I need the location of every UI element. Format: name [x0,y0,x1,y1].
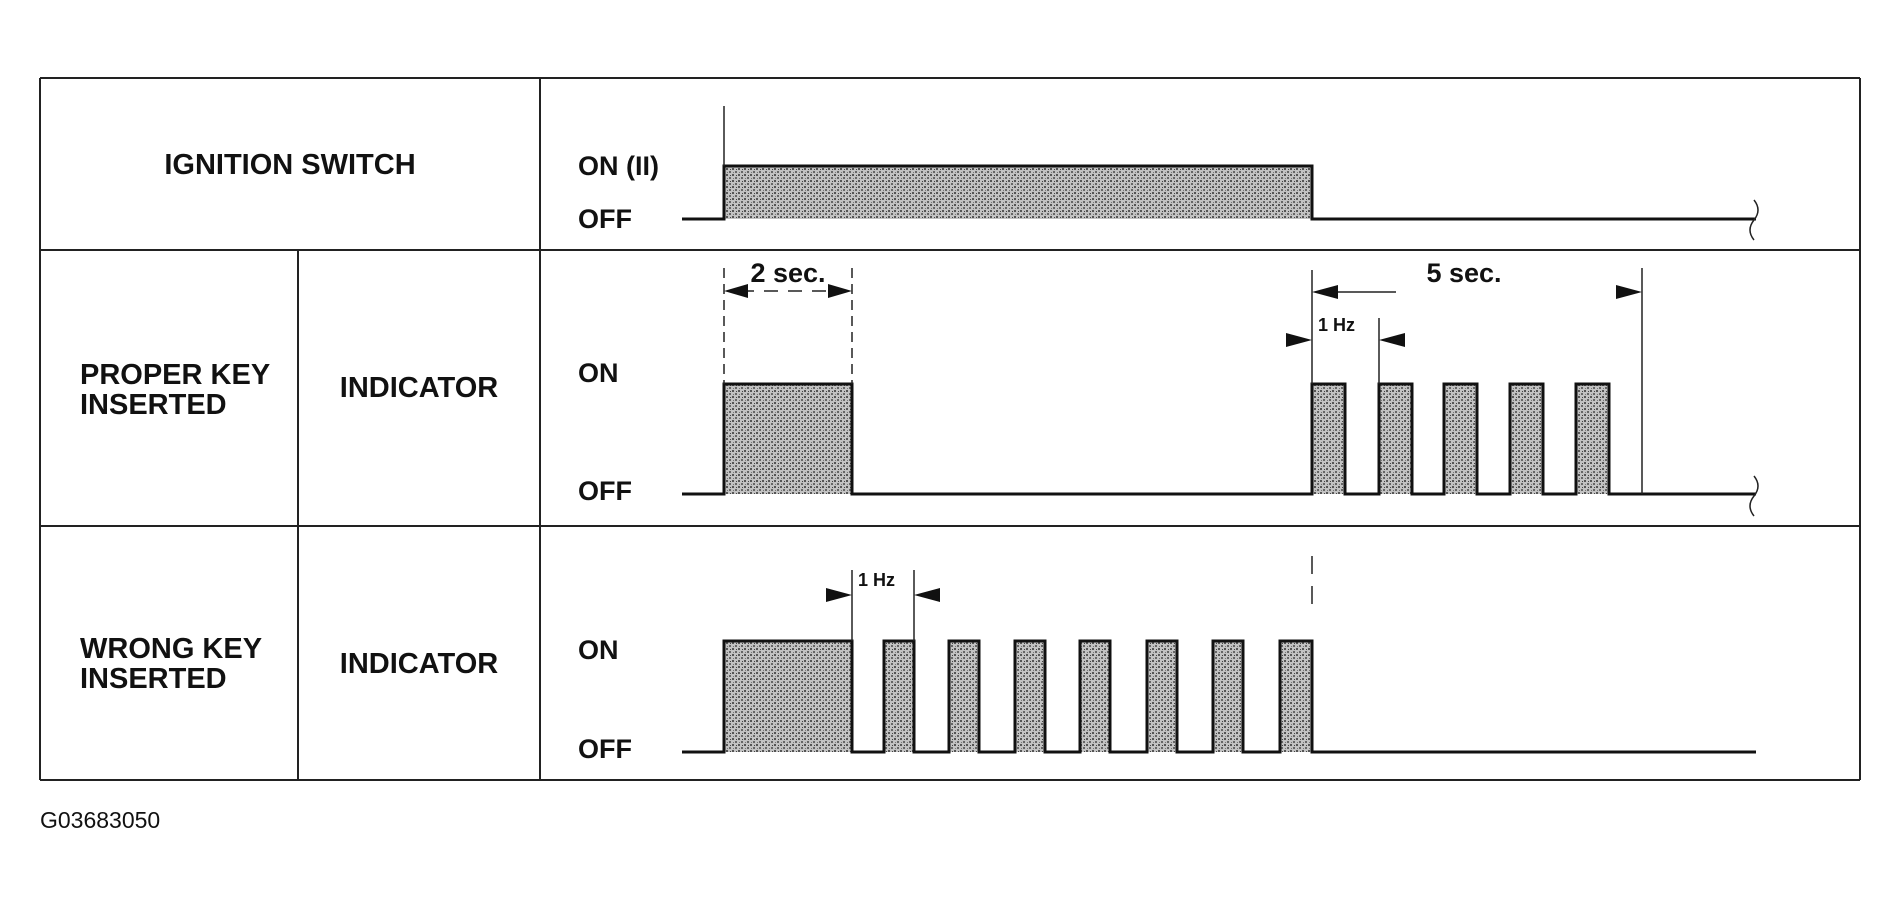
proper-freq-right-arrow [1379,333,1405,347]
wrong-blink-fill [949,641,979,752]
proper-blink-fill [1444,384,1477,494]
two-sec-annotation: 2 sec. [723,258,853,384]
wrong-blink-fill [1213,641,1243,752]
proper-blink-fill [1312,384,1345,494]
ignition-break-mark [1749,199,1759,241]
proper-off-level-label: OFF [578,476,632,506]
wrong-blink-fill [1280,641,1312,752]
proper-key-label-line1: PROPER KEY [80,359,270,391]
proper-blink-fills [1312,384,1609,494]
ignition-on-fill [724,166,1312,219]
proper-steady-on-fill [724,384,852,494]
proper-indicator-label: INDICATOR [340,372,498,404]
two-sec-left-arrow [724,284,748,298]
proper-on-level-label: ON [578,358,619,388]
wrong-indicator-waveform [682,639,1756,754]
wrong-freq-annotation: 1 Hz [826,570,940,641]
proper-blink-fill [1510,384,1543,494]
five-sec-label: 5 sec. [1426,258,1501,288]
wrong-blink-fill [884,641,914,752]
five-sec-annotation: 5 sec. [1311,258,1643,494]
wrong-indicator-label: INDICATOR [340,648,498,680]
table-grid [39,77,1861,781]
five-sec-right-arrow [1616,285,1642,299]
figure-id: G03683050 [40,807,160,833]
wrong-steady-on-fill [724,641,852,752]
wrong-freq-right-arrow [914,588,940,602]
proper-freq-label: 1 Hz [1318,315,1355,335]
wrong-blink-fill [1015,641,1045,752]
two-sec-label: 2 sec. [750,258,825,288]
ignition-waveform [682,106,1759,241]
wrong-freq-left-arrow [826,588,852,602]
two-sec-right-arrow [828,284,852,298]
proper-freq-annotation: 1 Hz [1286,315,1405,384]
wrong-off-level-label: OFF [578,734,632,764]
proper-break-mark [1749,475,1759,517]
wrong-freq-label: 1 Hz [858,570,895,590]
ignition-off-level-label: OFF [578,204,632,234]
ignition-on-level-label: ON (II) [578,151,659,181]
proper-blink-fill [1576,384,1609,494]
proper-freq-left-arrow [1286,333,1312,347]
wrong-on-level-label: ON [578,635,619,665]
proper-indicator-waveform [682,382,1759,517]
ignition-switch-label: IGNITION SWITCH [164,149,415,181]
wrong-blink-fills [884,641,1312,752]
wrong-blink-fill [1147,641,1177,752]
wrong-blink-fill [1080,641,1110,752]
five-sec-left-arrow [1312,285,1338,299]
proper-blink-fill [1379,384,1412,494]
proper-key-label-line2: INSERTED [80,389,227,421]
wrong-signal-line [682,639,1756,754]
wrong-key-label-line1: WRONG KEY [80,633,262,665]
ignition-signal-line [682,164,1756,221]
proper-signal-line [682,382,1756,496]
wrong-key-label-line2: INSERTED [80,663,227,695]
